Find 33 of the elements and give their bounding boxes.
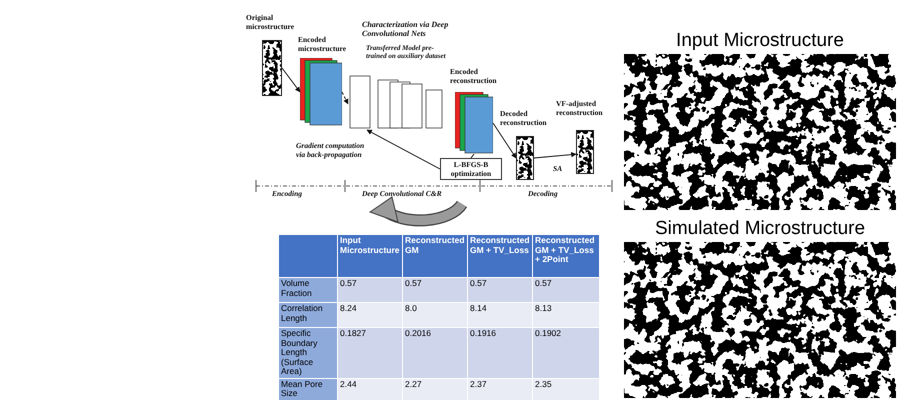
table-cell: 8.0 <box>403 303 467 327</box>
table-cell: 0.1916 <box>468 328 532 378</box>
arrow <box>534 152 577 158</box>
arrow <box>282 68 300 92</box>
table-cell: 8.14 <box>468 303 532 327</box>
header-cell: Input Microstructure <box>338 235 402 277</box>
image-heading: Simulated Microstructure <box>654 218 866 240</box>
header-cell: Reconstructed GM <box>403 235 467 277</box>
table-cell: 0.57 <box>338 278 402 302</box>
arrow <box>366 130 440 170</box>
diagram-label: Characterization via Deep Convolutional Nets <box>362 20 450 38</box>
arrow <box>342 92 348 104</box>
table-cell: 0.57 <box>468 278 532 302</box>
header-cell: Reconstructed GM + TV_Loss + 2Point <box>533 235 599 277</box>
arrow <box>492 122 516 158</box>
table-cell: 0.57 <box>533 278 599 302</box>
table-cell: 8.13 <box>533 303 599 327</box>
row-header-cell: Specific Boundary Length (Surface Area) <box>279 328 337 378</box>
table-cell: 0.57 <box>403 278 467 302</box>
table-cell: 2.27 <box>403 378 467 400</box>
row-header-cell: Volume Fraction <box>279 278 337 302</box>
row-header-cell: Mean Pore Size <box>279 378 337 400</box>
table-cell: 2.35 <box>533 378 599 400</box>
row-header-cell: Correlation Length <box>279 303 337 327</box>
table-cell: 2.37 <box>468 378 532 400</box>
table-cell: 0.1827 <box>338 328 402 378</box>
table-cell: 0.2016 <box>403 328 467 378</box>
table-cell: 8.24 <box>338 303 402 327</box>
table-cell: 2.44 <box>338 378 402 400</box>
image-heading: Input Microstructure <box>675 30 845 52</box>
header-cell: Reconstructed GM + TV_Loss <box>468 235 532 277</box>
connector-line <box>470 154 474 158</box>
table-cell: 0.1902 <box>533 328 599 378</box>
